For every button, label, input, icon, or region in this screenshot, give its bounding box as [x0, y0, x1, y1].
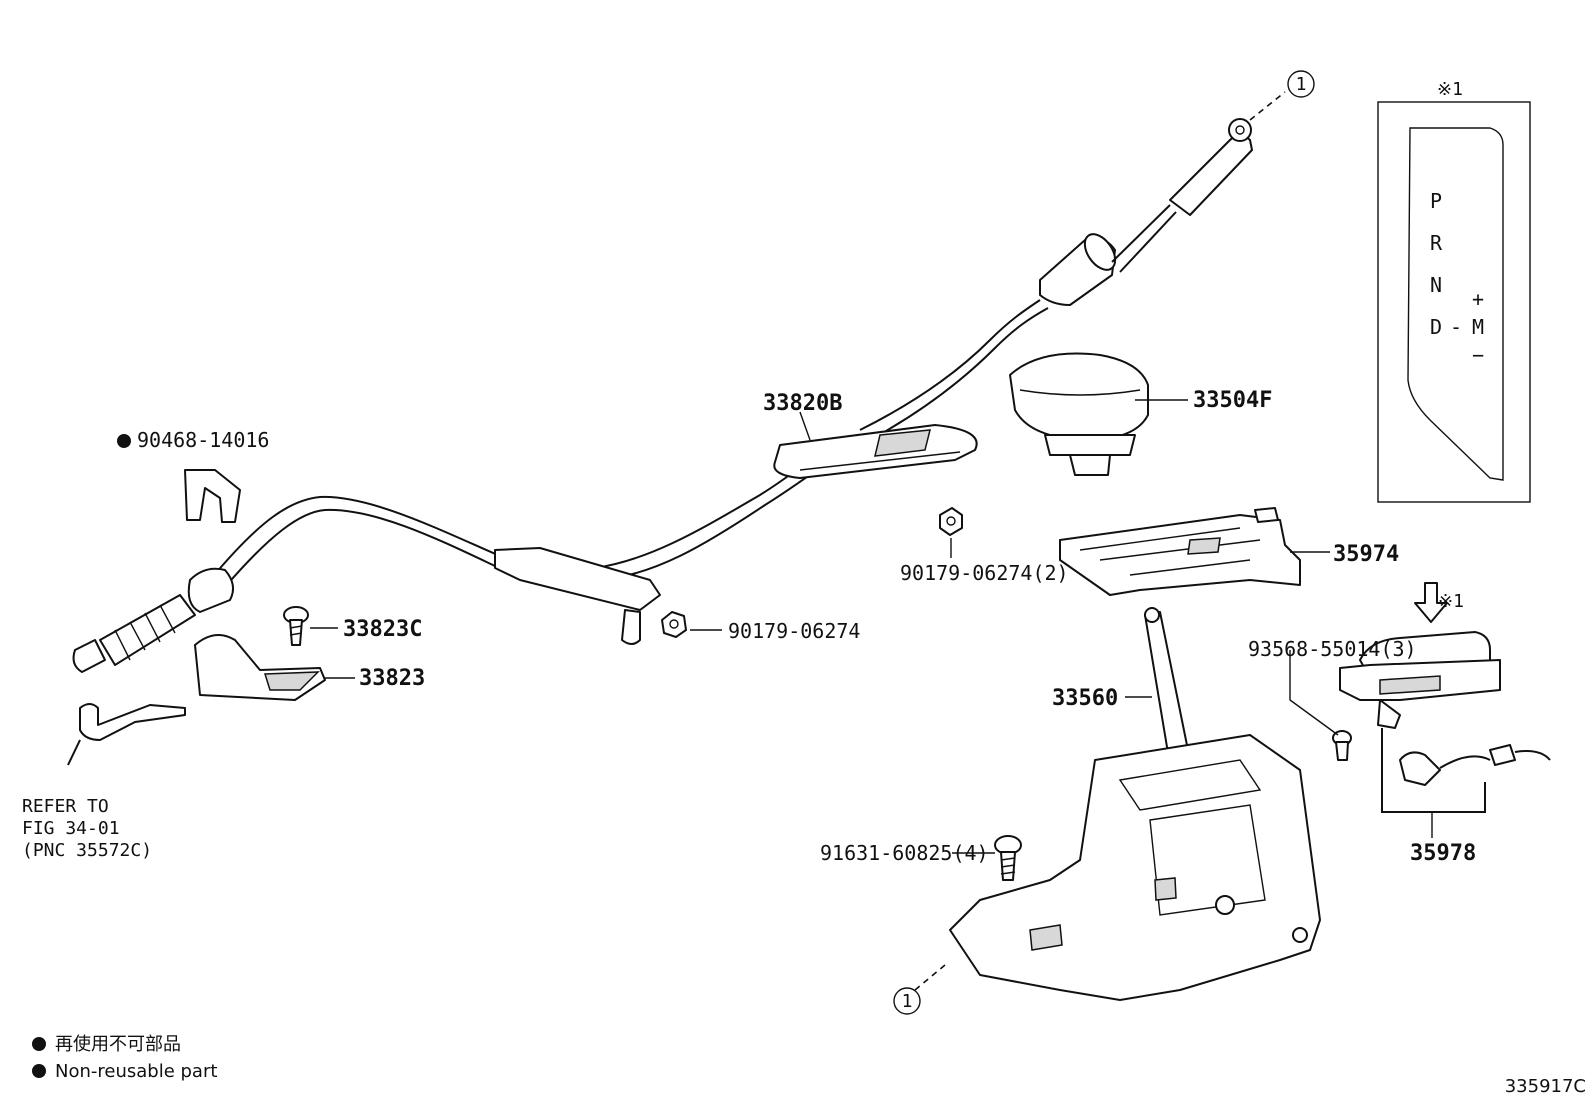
label-90179: 90179-06274: [728, 619, 860, 643]
label-33823C: 33823C: [343, 617, 422, 642]
legend-dot-en: [32, 1064, 46, 1078]
label-90468: 90468-14016: [137, 428, 269, 452]
indicator-35978: [1339, 582, 1551, 813]
gate-plus: +: [1472, 287, 1484, 311]
gate-p: P: [1430, 189, 1442, 213]
selector-lever-ref: [67, 703, 186, 766]
shift-lever-33560: [914, 607, 1321, 1001]
refer-line-1: REFER TO: [22, 796, 109, 817]
nut-90179-pair: [939, 507, 963, 536]
bolt-91631: [994, 835, 1022, 881]
label-33504F: 33504F: [1193, 388, 1272, 413]
label-35978: 35978: [1410, 841, 1476, 866]
bracket-33823: [194, 634, 326, 701]
gate-dash: -: [1450, 315, 1462, 339]
gate-minus: −: [1472, 343, 1484, 367]
ref-circle-top-text: 1: [1296, 74, 1307, 95]
gate-note-mark: ※1: [1437, 79, 1463, 100]
ref-circle-bottom-text: 1: [902, 991, 913, 1012]
ref-circle-top: 1: [1287, 70, 1315, 98]
refer-line-2: FIG 34-01: [22, 818, 120, 839]
ref-circle-bottom: 1: [893, 987, 921, 1015]
label-33823: 33823: [359, 666, 425, 691]
label-33560: 33560: [1052, 686, 1118, 711]
non-reusable-dot: [117, 434, 131, 448]
legend-ja: 再使用不可部品: [55, 1034, 181, 1055]
label-33820B: 33820B: [763, 391, 842, 416]
housing-35974: [1059, 507, 1301, 596]
legend: 再使用不可部品 Non-reusable part: [32, 1034, 217, 1082]
gate-n: N: [1430, 273, 1442, 297]
label-91631: 91631-60825(4): [820, 841, 989, 865]
legend-en: Non-reusable part: [55, 1061, 217, 1082]
label-35974: 35974: [1333, 542, 1399, 567]
refer-line-3: (PNC 35572C): [22, 840, 152, 861]
screw-93568: [1332, 730, 1352, 761]
label-93568: 93568-55014(3): [1248, 637, 1417, 661]
bolt-33823C: [283, 606, 309, 646]
clamp-33820B: [773, 424, 978, 479]
gate-m: M: [1472, 315, 1484, 339]
shift-knob-33504F: [1009, 352, 1149, 476]
part-labels: 90468-14016 33820B 33504F 35974 90179-06…: [22, 388, 1476, 866]
clip-90468: [184, 469, 241, 523]
gate-d: D: [1430, 315, 1442, 339]
figure-id: 335917C: [1505, 1076, 1586, 1097]
indicator-note-mark: ※1: [1438, 591, 1464, 612]
leader-lines: [310, 399, 1433, 854]
shift-gate-panel: ※1 P R N D - + M −: [1377, 79, 1531, 503]
legend-dot-ja: [32, 1037, 46, 1051]
label-90179-pair: 90179-06274(2): [900, 561, 1069, 585]
shift-cable: [72, 91, 1286, 673]
gate-r: R: [1430, 231, 1443, 255]
nut-90179: [661, 611, 687, 638]
